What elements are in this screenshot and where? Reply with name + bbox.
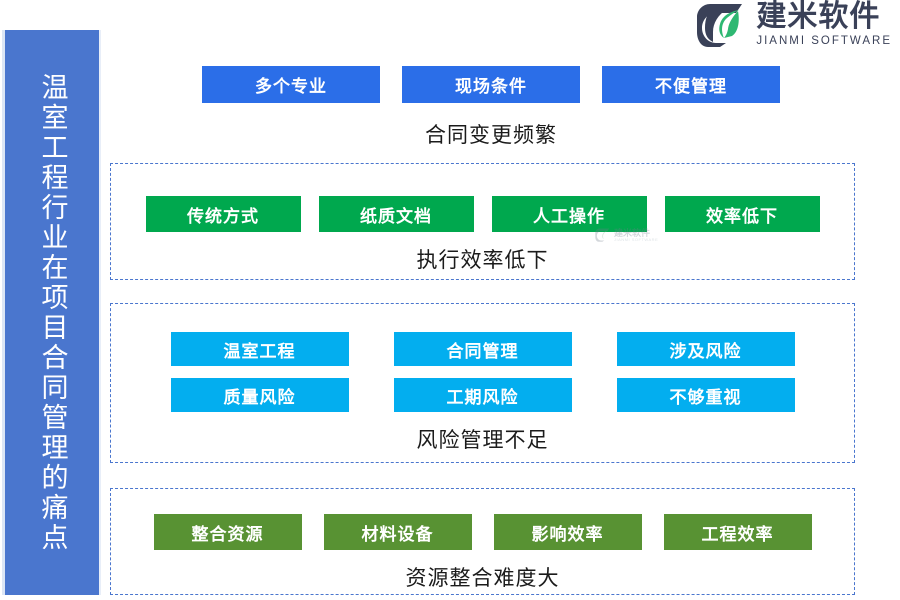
group-caption: 执行效率低下 (416, 248, 549, 272)
chip-item[interactable]: 温室工程 (170, 332, 349, 366)
chip-row: 多个专业 现场条件 不便管理 (110, 66, 855, 103)
chip-item[interactable]: 不便管理 (602, 66, 780, 103)
chip-item[interactable]: 工程效率 (663, 514, 812, 550)
content-area: 多个专业 现场条件 不便管理 合同变更频繁 传统方式 纸质文档 人工操作 效率低… (110, 0, 856, 600)
jianmi-leaf-logo-icon (697, 4, 743, 47)
chip-item[interactable]: 工期风险 (393, 378, 572, 412)
brand-subtitle: JIANMI SOFTWARE (756, 35, 892, 48)
chip-item[interactable]: 纸质文档 (318, 196, 474, 232)
chip-row: 质量风险 工期风险 不够重视 (111, 366, 854, 412)
chip-item[interactable]: 整合资源 (153, 514, 302, 550)
chip-item[interactable]: 质量风险 (170, 378, 349, 412)
sidebar-panel: 温室工程行业在项目合同管理的痛点 (2, 30, 101, 595)
group-resource-integration: 整合资源 材料设备 影响效率 工程效率 资源整合难度大 (110, 488, 855, 595)
group-contract-change: 多个专业 现场条件 不便管理 合同变更频繁 (110, 66, 855, 156)
chip-item[interactable]: 材料设备 (323, 514, 472, 550)
chip-item[interactable]: 传统方式 (145, 196, 301, 232)
group-caption: 资源整合难度大 (405, 566, 560, 590)
brand-logo-text: 建米软件 JIANMI SOFTWARE (756, 2, 892, 48)
chip-item[interactable]: 影响效率 (493, 514, 642, 550)
chip-item[interactable]: 效率低下 (664, 196, 820, 232)
chip-row: 整合资源 材料设备 影响效率 工程效率 (111, 489, 854, 550)
chip-item[interactable]: 涉及风险 (616, 332, 795, 366)
group-risk-management: 温室工程 合同管理 涉及风险 质量风险 工期风险 不够重视 风险管理不足 (110, 303, 855, 463)
group-caption: 合同变更频繁 (425, 123, 557, 147)
sidebar-title: 温室工程行业在项目合同管理的痛点 (37, 72, 68, 553)
chip-item[interactable]: 多个专业 (202, 66, 380, 103)
chip-item[interactable]: 人工操作 (491, 196, 647, 232)
chip-row: 温室工程 合同管理 涉及风险 (111, 304, 854, 366)
brand-name: 建米软件 (756, 0, 881, 34)
group-low-efficiency: 传统方式 纸质文档 人工操作 效率低下 执行效率低下 (110, 163, 855, 280)
brand-logo: 建米软件 JIANMI SOFTWARE (696, 2, 892, 48)
chip-item[interactable]: 不够重视 (616, 378, 795, 412)
chip-item[interactable]: 合同管理 (393, 332, 572, 366)
group-caption: 风险管理不足 (416, 428, 549, 452)
chip-row: 传统方式 纸质文档 人工操作 效率低下 (111, 164, 854, 232)
chip-item[interactable]: 现场条件 (402, 66, 580, 103)
